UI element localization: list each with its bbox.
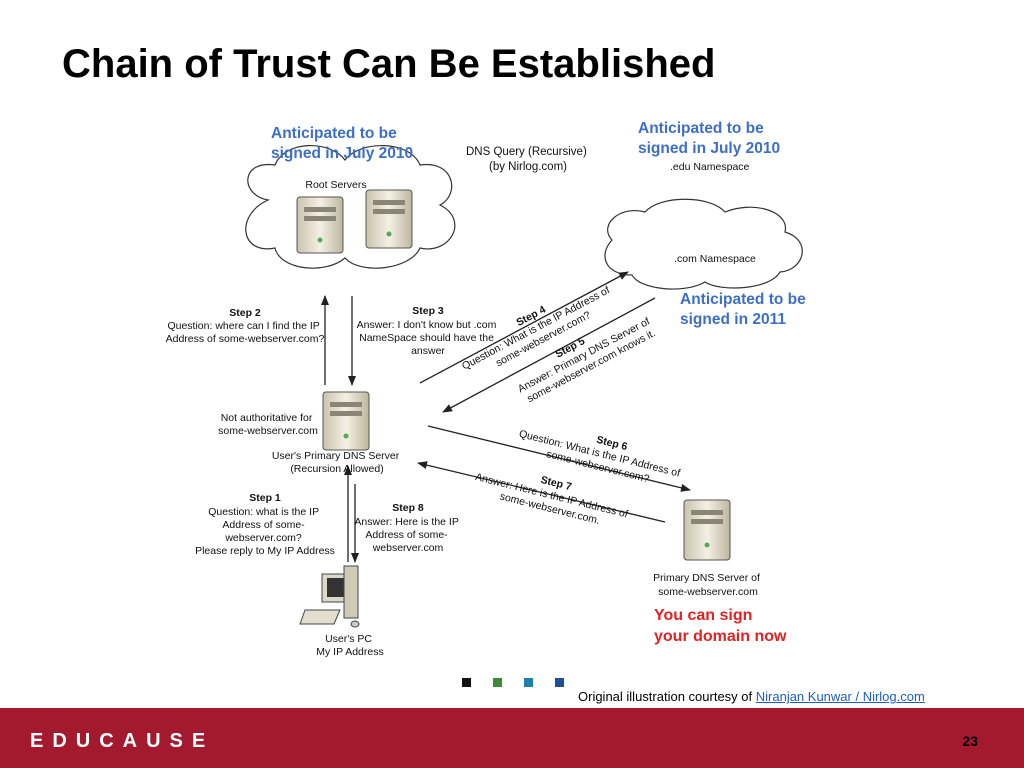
step2-label: Step 2 Question: where can I find the IP… <box>166 307 325 345</box>
step3-label: Step 3 Answer: I don't know but .com Nam… <box>357 305 500 357</box>
arrow-step4 <box>419 271 629 384</box>
svg-text:Answer: Here is the IP A: Answer: Here is the IP Address of some- … <box>354 516 461 554</box>
svg-text:Question: where can I find the: Question: where can I find the IP Addres… <box>166 320 325 345</box>
educause-logo: EDUCAUSE <box>30 730 215 752</box>
svg-text:Step 2: Step 2 <box>229 307 261 319</box>
square-icon <box>462 678 471 687</box>
svg-text:Answer: I don't know but .com: Answer: I don't know but .com NameSpace … <box>357 319 500 357</box>
server-icon <box>322 391 370 451</box>
server-icon <box>296 196 344 254</box>
svg-text:Step 3: Step 3 <box>412 305 444 317</box>
root-servers-label: Root Servers <box>305 179 366 191</box>
query-title: DNS Query (Recursive) (by Nirlog.com) <box>466 146 590 173</box>
users-pc-label: User's PC My IP Address <box>316 633 384 658</box>
root-signing-note: Anticipated to be signed in July 2010 <box>271 125 413 162</box>
server-icon <box>683 499 731 561</box>
square-icon <box>555 678 564 687</box>
primary-dns-label: User's Primary DNS Server (Recursion All… <box>272 450 402 475</box>
credit-link[interactable]: Niranjan Kunwar / Nirlog.com <box>755 689 925 704</box>
credit-text: Original illustration courtesy of <box>578 689 756 704</box>
edu-signing-note: Anticipated to be signed in July 2010 <box>638 120 780 157</box>
footer-bar: EDUCAUSE 23 <box>0 708 1024 768</box>
square-icon <box>524 678 533 687</box>
illustration-credit: Original illustration courtesy of Niranj… <box>578 689 925 704</box>
svg-text:Step 8: Step 8 <box>392 502 424 514</box>
square-icon <box>493 678 502 687</box>
com-namespace-label: .com Namespace <box>674 253 756 265</box>
svg-text:Question: what is the IP: Question: what is the IP Address of some… <box>195 506 335 557</box>
not-authoritative-label: Not authoritative for some-webserver.com <box>218 412 318 437</box>
arrow-step5 <box>442 297 656 413</box>
svg-text:Step 1: Step 1 <box>249 492 281 504</box>
page-number: 23 <box>962 733 978 749</box>
arrow-step7 <box>417 461 666 523</box>
edu-namespace-label: .edu Namespace <box>670 161 750 173</box>
com-namespace-cloud <box>604 198 803 290</box>
slide-title: Chain of Trust Can Be Established <box>62 42 716 86</box>
step1-label: Step 1 Question: what is the IP Address … <box>195 492 335 557</box>
arrow-step6 <box>427 425 691 492</box>
sign-domain-note: You can sign your domain now <box>654 607 787 645</box>
root-servers-cloud <box>245 144 456 269</box>
computer-icon <box>299 565 360 628</box>
server-icon <box>365 189 413 249</box>
authoritative-dns-label: Primary DNS Server of some-webserver.com <box>653 572 763 598</box>
com-signing-note: Anticipated to be signed in 2011 <box>680 291 810 328</box>
step8-label: Step 8 Answer: Here is the IP Address of… <box>354 502 461 554</box>
